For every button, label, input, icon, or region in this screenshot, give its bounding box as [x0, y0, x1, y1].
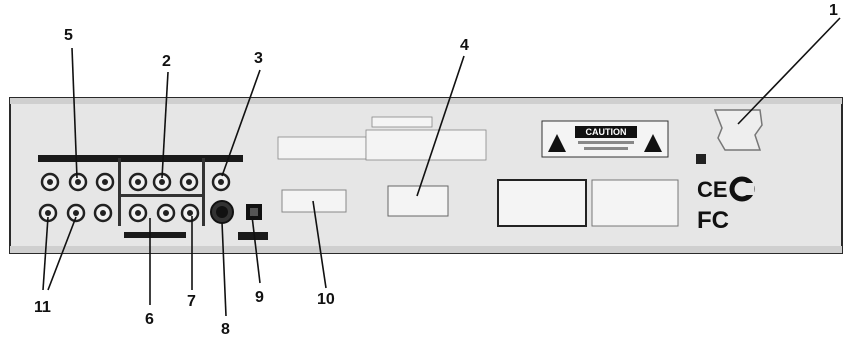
rating-labels: [497, 179, 679, 227]
callout-2: 2: [162, 53, 171, 70]
rca-jack: [66, 203, 86, 223]
callout-3: 3: [254, 50, 263, 67]
leader-line-5: [71, 47, 78, 179]
ce-mark: CE: [697, 177, 728, 202]
s-video-jack: [210, 200, 234, 224]
rca-jack: [40, 172, 60, 192]
power-inlet: [696, 109, 763, 164]
rca-jack: [93, 203, 113, 223]
optical-jack: [238, 204, 268, 240]
rca-jacks-bottom-row: [38, 203, 200, 223]
av-connector-block: [38, 155, 243, 226]
leader-lines: [42, 17, 841, 317]
fcc-mark: FC: [697, 207, 729, 234]
rca-jack: [180, 203, 200, 223]
rca-jack: [95, 172, 115, 192]
rca-jack: [179, 172, 199, 192]
callout-11: 11: [34, 299, 51, 316]
callout-1: 1: [829, 2, 838, 19]
square-icon: [696, 154, 706, 164]
caution-text: CAUTION: [586, 127, 627, 137]
rca-jack: [68, 172, 88, 192]
callout-numbers: 5 2 3 4 1 6 7 8 9 10 11: [34, 2, 838, 337]
leader-line-9: [251, 215, 261, 284]
component-label-bar: [124, 232, 186, 238]
callout-9: 9: [255, 289, 264, 306]
rca-jack: [211, 172, 231, 192]
rca-jacks-top-row: [40, 172, 231, 192]
callout-8: 8: [221, 321, 230, 337]
connector-label-bar: [38, 155, 243, 162]
callout-7: 7: [187, 293, 196, 310]
warning-triangle-icon: [548, 134, 566, 152]
callout-6: 6: [145, 311, 154, 328]
caution-label: CAUTION: [541, 120, 669, 158]
callout-10: 10: [317, 291, 335, 308]
warning-triangle-icon: [644, 134, 662, 152]
leader-line-4: [416, 55, 465, 197]
leader-line-3: [221, 69, 261, 177]
rca-jack: [156, 203, 176, 223]
panel-labels: [277, 116, 487, 217]
certification-marks: CE FC: [697, 176, 755, 234]
leader-line-1: [737, 17, 841, 125]
rca-jack: [128, 172, 148, 192]
leader-line-2: [161, 71, 169, 179]
leader-line-11b: [47, 216, 77, 291]
leader-line-10: [312, 200, 327, 289]
rca-jack: [128, 203, 148, 223]
callout-5: 5: [64, 27, 73, 44]
leader-line-11a: [42, 216, 49, 291]
callout-4: 4: [460, 37, 469, 54]
leader-line-8: [221, 221, 227, 317]
